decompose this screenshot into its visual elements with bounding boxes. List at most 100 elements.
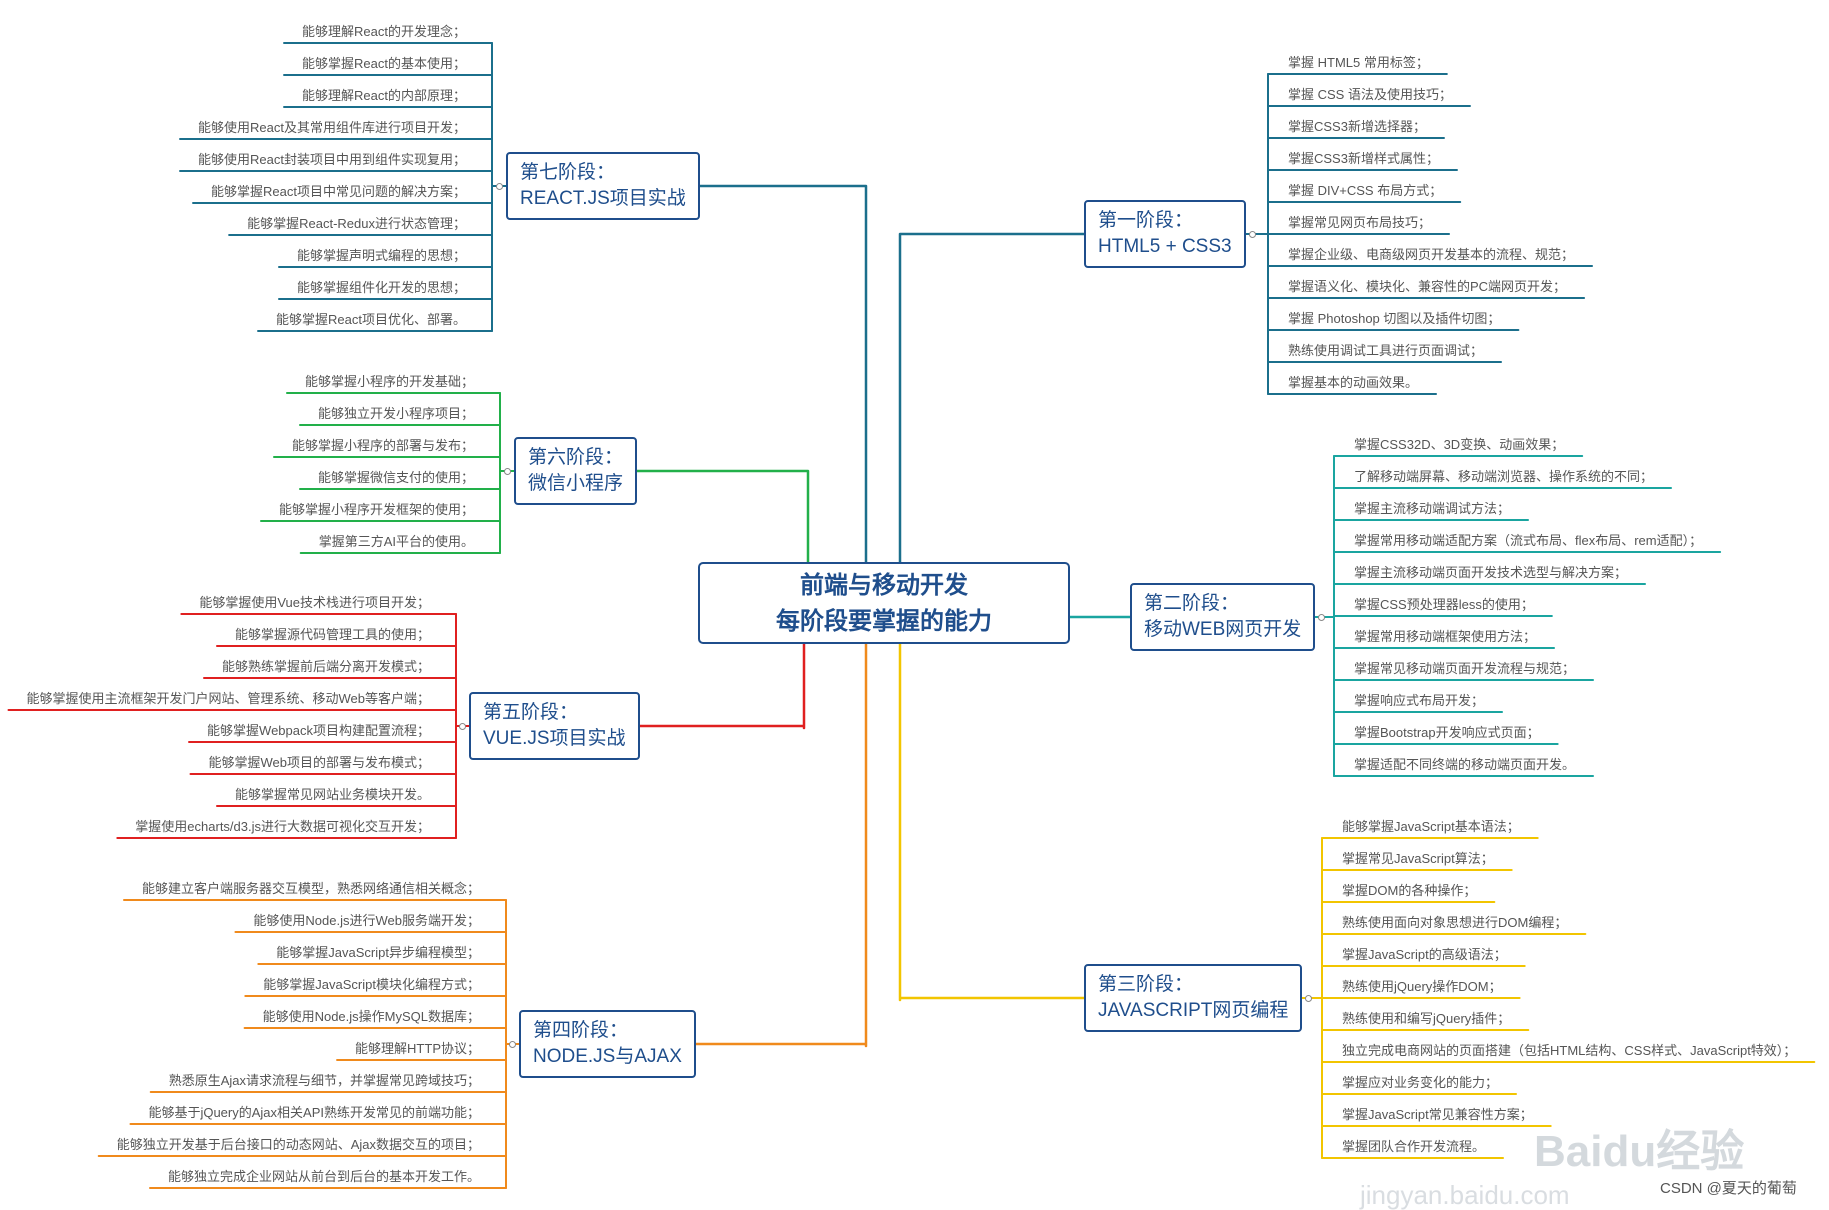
leaf-item[interactable]: 能够掌握组件化开发的思想； [296, 280, 466, 295]
leaf-item[interactable]: 掌握常见网页布局技巧； [1288, 215, 1432, 230]
leaf-item[interactable]: 能够掌握源代码管理工具的使用； [234, 627, 430, 642]
central-topic[interactable]: 前端与移动开发 每阶段要掌握的能力 [698, 562, 1070, 644]
leaf-item[interactable]: 掌握常见JavaScript算法； [1342, 851, 1494, 866]
collapse-toggle-s6[interactable] [504, 467, 511, 475]
leaf-item[interactable]: 掌握CSS3新增样式属性； [1288, 151, 1439, 166]
leaf-item[interactable]: 熟悉原生Ajax请求流程与细节，并掌握常见跨域技巧； [168, 1073, 480, 1088]
leaf-item[interactable]: 熟练使用和编写jQuery插件； [1342, 1011, 1511, 1026]
stage-3-title: 第三阶段： [1098, 974, 1194, 995]
leaf-item[interactable]: 能够使用React封装项目中用到组件实现复用； [198, 152, 466, 167]
leaf-item[interactable]: 掌握 DIV+CSS 布局方式； [1288, 183, 1443, 198]
leaf-item[interactable]: 能够独立完成企业网站从前台到后台的基本开发工作。 [167, 1169, 480, 1184]
collapse-toggle-s7[interactable] [496, 182, 503, 190]
leaf-item[interactable]: 熟练使用面向对象思想进行DOM编程； [1342, 915, 1568, 930]
leaf-item[interactable]: 能够掌握使用Vue技术栈进行项目开发； [199, 595, 430, 610]
leaf-item[interactable]: 能够理解HTTP协议； [355, 1041, 480, 1056]
trunk-s7 [699, 184, 868, 562]
leaf-item[interactable]: 能够掌握小程序的部署与发布； [291, 438, 474, 453]
leaf-item[interactable]: 掌握JavaScript常见兼容性方案； [1342, 1107, 1533, 1122]
leaf-item[interactable]: 掌握适配不同终端的移动端页面开发。 [1354, 757, 1576, 772]
stage-4-title: 第四阶段： [533, 1020, 629, 1041]
leaf-item[interactable]: 掌握企业级、电商级网页开发基本的流程、规范； [1288, 247, 1575, 262]
leaf-item[interactable]: 掌握CSS预处理器less的使用； [1354, 597, 1534, 612]
leaf-item[interactable]: 能够理解React的内部原理； [302, 88, 466, 103]
leaf-item[interactable]: 掌握语义化、模块化、兼容性的PC端网页开发； [1288, 279, 1567, 294]
leaf-item[interactable]: 能够掌握React-Redux进行状态管理； [247, 216, 466, 231]
leaf-item[interactable]: 能够掌握微信支付的使用； [317, 470, 474, 485]
stage-2-subtitle: 移动WEB网页开发 [1144, 619, 1302, 640]
leaf-item[interactable]: 熟练使用jQuery操作DOM； [1342, 979, 1502, 994]
watermark-site: jingyan.baidu.com [1360, 1180, 1570, 1210]
leaf-item[interactable]: 掌握CSS3新增选择器； [1288, 119, 1426, 134]
leaf-item[interactable]: 独立完成电商网站的页面搭建（包括HTML结构、CSS样式、JavaScript特… [1342, 1043, 1797, 1058]
leaf-item[interactable]: 能够使用Node.js操作MySQL数据库； [262, 1009, 480, 1024]
leaf-item[interactable]: 能够掌握JavaScript模块化编程方式； [263, 977, 480, 992]
leaf-item[interactable]: 能够建立客户端服务器交互模型，熟悉网络通信相关概念； [141, 881, 480, 896]
collapse-toggle-s2[interactable] [1318, 613, 1326, 621]
leaf-item[interactable]: 能够掌握JavaScript基本语法； [1342, 819, 1520, 834]
central-topic-line1: 前端与移动开发 [800, 572, 968, 599]
leaf-item[interactable]: 掌握响应式布局开发； [1354, 693, 1485, 708]
stage-6-subtitle: 微信小程序 [528, 473, 624, 494]
leaf-item[interactable]: 掌握 CSS 语法及使用技巧； [1288, 87, 1452, 102]
stage-3-subtitle: JAVASCRIPT网页编程 [1098, 1000, 1289, 1021]
leaf-item[interactable]: 掌握主流移动端调试方法； [1354, 501, 1511, 516]
leaf-item[interactable]: 掌握CSS32D、3D变换、动画效果； [1354, 437, 1565, 452]
leaf-item[interactable]: 能够掌握声明式编程的思想； [296, 248, 466, 263]
stage-2-node[interactable]: 第二阶段： 移动WEB网页开发 [1130, 583, 1316, 651]
stage-5-node[interactable]: 第五阶段： VUE.JS项目实战 [469, 692, 640, 760]
leaf-item[interactable]: 了解移动端屏幕、移动端浏览器、操作系统的不同； [1354, 469, 1654, 484]
leaf-item[interactable]: 掌握应对业务变化的能力； [1342, 1075, 1499, 1090]
trunk-s5 [639, 644, 806, 730]
leaf-item[interactable]: 能够熟练掌握前后端分离开发模式； [221, 659, 430, 674]
leaf-item[interactable]: 掌握使用echarts/d3.js进行大数据可视化交互开发； [135, 819, 430, 834]
stage-1-node[interactable]: 第一阶段： HTML5 + CSS3 [1084, 200, 1246, 268]
stage-5-subtitle: VUE.JS项目实战 [483, 728, 626, 749]
leaf-item[interactable]: 掌握DOM的各种操作； [1342, 883, 1477, 898]
leaf-item[interactable]: 掌握 Photoshop 切图以及插件切图； [1288, 311, 1501, 326]
leaf-item[interactable]: 能够掌握使用主流框架开发门户网站、管理系统、移动Web等客户端； [26, 691, 431, 706]
leaf-item[interactable]: 掌握团队合作开发流程。 [1342, 1139, 1486, 1154]
leaf-item[interactable]: 掌握JavaScript的高级语法； [1342, 947, 1507, 962]
collapse-toggle-s5[interactable] [459, 722, 466, 730]
leaf-item[interactable]: 能够掌握Web项目的部署与发布模式； [208, 755, 431, 770]
author-credit: CSDN @夏天的葡萄 [1660, 1180, 1797, 1197]
leaf-item[interactable]: 能够使用React及其常用组件库进行项目开发； [198, 120, 466, 135]
leaf-item[interactable]: 能够掌握小程序开发框架的使用； [278, 502, 474, 517]
leaf-item[interactable]: 能够独立开发小程序项目； [317, 406, 474, 421]
watermark-brand: Baidu经验 [1534, 1127, 1745, 1176]
leaf-item[interactable]: 能够掌握React的基本使用； [302, 56, 466, 71]
leaf-item[interactable]: 能够掌握JavaScript异步编程模型； [276, 945, 480, 960]
trunk-s2 [1068, 615, 1130, 619]
leaf-item[interactable]: 掌握主流移动端页面开发技术选型与解决方案； [1354, 565, 1628, 580]
stage-6-title: 第六阶段： [528, 447, 624, 468]
leaf-item[interactable]: 能够掌握常见网站业务模块开发。 [234, 787, 430, 802]
stage-6-node[interactable]: 第六阶段： 微信小程序 [514, 437, 638, 505]
leaf-item[interactable]: 掌握常见移动端页面开发流程与规范； [1354, 661, 1576, 676]
leaf-item[interactable]: 能够使用Node.js进行Web服务端开发； [253, 913, 480, 928]
stage-1-subtitle: HTML5 + CSS3 [1098, 236, 1232, 257]
leaf-item[interactable]: 掌握Bootstrap开发响应式页面； [1354, 725, 1540, 740]
collapse-toggle-s1[interactable] [1248, 230, 1256, 238]
leaf-item[interactable]: 能够掌握Webpack项目构建配置流程； [207, 723, 430, 738]
collapse-toggle-s4[interactable] [509, 1040, 516, 1048]
leaf-item[interactable]: 能够基于jQuery的Ajax相关API熟练开发常见的前端功能； [148, 1105, 480, 1120]
leaf-item[interactable]: 能够掌握React项目中常见问题的解决方案； [211, 184, 466, 199]
leaf-item[interactable]: 能够独立开发基于后台接口的动态网站、Ajax数据交互的项目； [116, 1137, 480, 1152]
collapse-toggle-s3[interactable] [1305, 994, 1313, 1002]
stage-7-node[interactable]: 第七阶段： REACT.JS项目实战 [506, 152, 700, 220]
leaf-item[interactable]: 掌握基本的动画效果。 [1288, 375, 1419, 390]
stage-3-node[interactable]: 第三阶段： JAVASCRIPT网页编程 [1084, 964, 1303, 1032]
leaf-item[interactable]: 能够掌握小程序的开发基础； [304, 374, 474, 389]
leaf-item[interactable]: 掌握常用移动端适配方案（流式布局、flex布局、rem适配）； [1354, 533, 1703, 548]
stage-4-node[interactable]: 第四阶段： NODE.JS与AJAX [519, 1010, 696, 1078]
stage-5-title: 第五阶段： [483, 702, 579, 723]
leaf-item[interactable]: 熟练使用调试工具进行页面调试； [1288, 343, 1484, 358]
leaf-item[interactable]: 掌握第三方AI平台的使用。 [318, 534, 474, 549]
leaf-item[interactable]: 掌握常用移动端框架使用方法； [1354, 629, 1537, 644]
trunk-s6 [637, 469, 810, 562]
leaf-item[interactable]: 能够理解React的开发理念； [302, 24, 466, 39]
stage-4-subtitle: NODE.JS与AJAX [533, 1046, 682, 1067]
leaf-item[interactable]: 能够掌握React项目优化、部署。 [276, 312, 466, 327]
leaf-item[interactable]: 掌握 HTML5 常用标签； [1288, 55, 1429, 70]
